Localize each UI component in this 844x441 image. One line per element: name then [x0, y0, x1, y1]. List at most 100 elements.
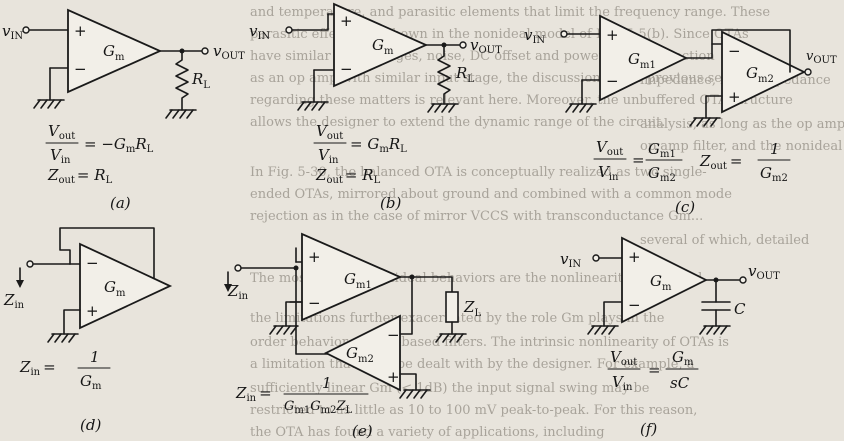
e-gm2-input-wire: [399, 276, 413, 335]
e-plus-sign-2: +: [387, 368, 400, 386]
bg-line-4: regarding these matters is relevant here…: [250, 93, 793, 108]
ground-symbol: [689, 117, 721, 127]
b-zout-eq: Zout= RL: [315, 166, 381, 186]
e-plus-sign-1: +: [308, 248, 321, 266]
f-plus-sign: +: [628, 248, 641, 266]
a-load-resistor: [175, 50, 189, 111]
d-zin-den: Gm: [80, 372, 102, 392]
d-caption: (d): [80, 416, 101, 434]
e-gm1-label: Gm1: [344, 270, 372, 291]
e-load-impedance: [445, 291, 459, 323]
ground-symbol: [165, 109, 197, 119]
e-zin-label: Zin: [227, 282, 249, 302]
a-ratio-rhs: = −GmRL: [84, 135, 154, 155]
circuit-a: + − Gm vOUT RL vIN Vout Vin = −GmRL Zout…: [2, 8, 245, 212]
bg-line-0: and temperature, and parasitic elements …: [250, 5, 770, 20]
bg-line-11: order behavior of OTA-based filters. The…: [250, 335, 729, 350]
e-zin-eq: Zin=: [235, 384, 272, 404]
ground-symbol: [47, 333, 79, 343]
c-ota-amplifier-2: [721, 30, 807, 114]
e-zin-num: 1: [322, 374, 332, 392]
c-gm1-label: Gm1: [628, 50, 656, 71]
bg-line-5: allows the designer to extend the dynami…: [250, 115, 665, 130]
bg-line-19: several of which, detailed: [640, 233, 809, 248]
circuit-d: Zin − + Gm Zin= 1 Gm (d): [3, 227, 173, 434]
b-input-wire: [291, 13, 329, 31]
e-input-terminal: [234, 264, 242, 272]
ground-symbol: [33, 99, 65, 109]
f-frac-den: sC: [670, 374, 690, 392]
c-vin-label: vIN: [524, 26, 545, 46]
b-load-resistor: [437, 44, 451, 105]
circuit-b: vIN + − Gm vOUT RL Vout Vin = GmRL Zout=…: [249, 2, 502, 212]
f-ota-amplifier: [621, 236, 709, 324]
c-minus-sign-1: −: [606, 72, 619, 90]
c-ratio-num: Vout: [596, 138, 623, 158]
a-ratio-den: Vin: [50, 146, 71, 166]
bg-line-8: rejection as in the case of mirror VCCS …: [250, 209, 703, 224]
bg-line-13: sufficiently linear Gm (< 1dB) the input…: [250, 381, 650, 396]
c-output-terminal: [804, 68, 812, 76]
c-feedback-wire: [711, 29, 791, 73]
b-minus-sign: −: [340, 60, 353, 78]
f-input-terminal: [592, 254, 600, 262]
e-caption: (e): [352, 422, 373, 440]
b-vin-label: vIN: [249, 22, 270, 42]
e-minus-sign-2: −: [387, 326, 400, 344]
e-ota-amplifier-1: [301, 232, 403, 322]
d-zin-num: 1: [90, 348, 100, 366]
a-gm-label: Gm: [103, 42, 125, 63]
bg-line-14: restricted to as little as 10 to 100 mV …: [250, 403, 697, 418]
d-plus-ground-wire: [63, 309, 81, 335]
ground-symbol: [587, 325, 619, 335]
a-output-terminal: [201, 47, 209, 55]
a-caption: (a): [110, 194, 131, 212]
a-vin-label: vIN: [2, 22, 23, 42]
c-plus-sign-2: +: [728, 88, 741, 106]
b-input-terminal: [285, 26, 293, 34]
c-zout-label: Zout=: [699, 152, 743, 172]
e-zl-label: ZL: [463, 298, 481, 319]
f-c-label: C: [734, 300, 746, 318]
a-input-terminal: [22, 26, 30, 34]
c-zout-den: Gm2: [760, 164, 788, 184]
b-plus-sign: +: [340, 12, 353, 30]
f-minus-sign: −: [628, 296, 641, 314]
c-interstage-wire: [685, 43, 723, 59]
b-vout-label: vOUT: [470, 36, 502, 56]
c-caption: (c): [675, 198, 695, 216]
bg-line-6: In Fig. 5-30, the balanced OTA is concep…: [250, 165, 707, 180]
e-gm2-label: Gm2: [346, 344, 374, 365]
e-load-wire: [411, 276, 453, 293]
circuit-c: vIN + − Gm1 − + Gm2 vOUT Vout Vin = Gm: [524, 14, 837, 216]
d-minus-sign: −: [86, 254, 99, 272]
c-ratio-den: Vin: [598, 163, 619, 183]
f-gm-label: Gm: [650, 272, 672, 293]
e-minus-sign-1: −: [308, 294, 321, 312]
a-ota-amplifier: [67, 8, 163, 94]
f-vout-label: vOUT: [748, 262, 780, 282]
f-frac-num: Gm: [672, 348, 694, 368]
a-zout-eq: Zout= RL: [47, 166, 113, 186]
ground-symbol: [297, 101, 329, 111]
e-ota-amplifier-2: [323, 314, 401, 392]
d-zin-eq: Zin=: [19, 358, 56, 378]
f-ratio-num: Vout: [610, 348, 637, 368]
circuit-f: vIN + − Gm vOUT C Vout Vin = Gm: [560, 236, 780, 438]
bg-line-15: the OTA has found a variety of applicati…: [250, 425, 605, 440]
c-frac-num: Gm1: [648, 140, 676, 160]
a-rl-label: RL: [191, 70, 210, 91]
c-plus-sign-1: +: [606, 26, 619, 44]
c-vout-label: vOUT: [806, 49, 837, 66]
d-feedback-wire: [59, 227, 155, 287]
d-zin-label: Zin: [3, 291, 25, 311]
ground-symbol: [399, 389, 431, 399]
ground-symbol: [699, 325, 731, 335]
background-text: and temperature, and parasitic elements …: [250, 5, 844, 440]
b-ratio-num: Vout: [316, 122, 343, 142]
d-plus-sign: +: [86, 302, 99, 320]
b-output-terminal: [459, 41, 467, 49]
bg-line-7: ended OTAs, mirrored about ground and co…: [250, 187, 732, 202]
c-frac-den: Gm2: [648, 164, 676, 184]
